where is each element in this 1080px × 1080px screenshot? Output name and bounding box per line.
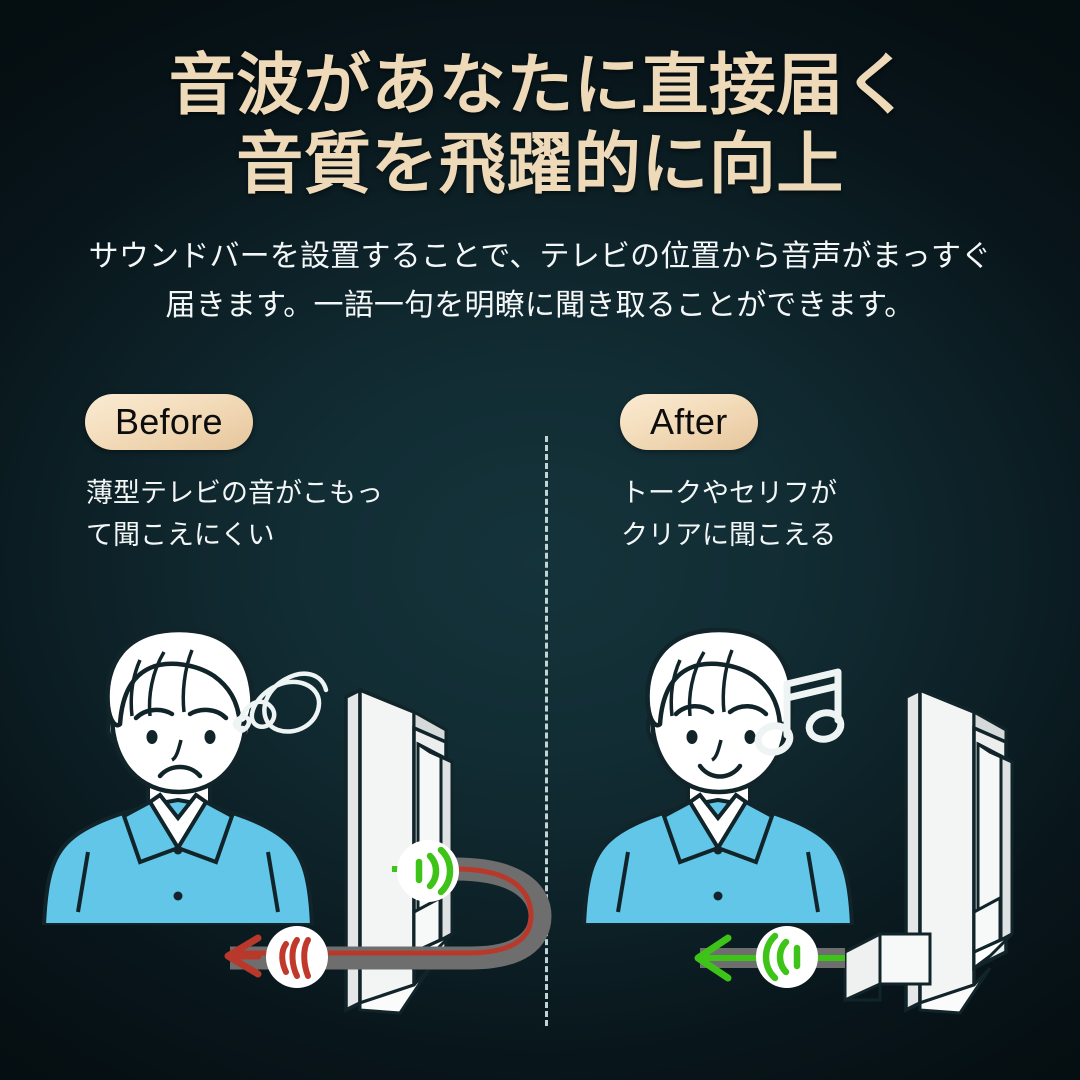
headline-line-2: 音質を飛躍的に向上 [236,127,844,203]
caption-before-line-2: て聞こえにくい [86,519,275,550]
caption-before-line-1: 薄型テレビの音がこもっ [86,478,383,508]
caption-after: トークやセリフが クリアに聞こえる [621,473,1051,557]
headline-line-1: 音波があなたに直接届く [168,48,912,123]
status-badge-after: After [620,394,758,450]
status-badge-before: Before [85,394,253,450]
caption-after-line-1: トークやセリフが [621,478,837,508]
panel-after: After トークやセリフが クリアに聞こえる [613,380,1073,1040]
caption-before: 薄型テレビの音がこもっ て聞こえにくい [86,473,516,557]
subtitle-text: サウンドバーを設置することで、テレビの位置から音声がまっすぐ届きます。一語一句を… [88,240,992,322]
panel-before: Before 薄型テレビの音がこもっ て聞こえにくい [78,380,538,1040]
panel-divider [545,436,548,1026]
caption-after-line-2: クリアに聞こえる [621,519,837,550]
page-title: 音波があなたに直接届く 音質を飛躍的に向上 [0,46,1080,204]
